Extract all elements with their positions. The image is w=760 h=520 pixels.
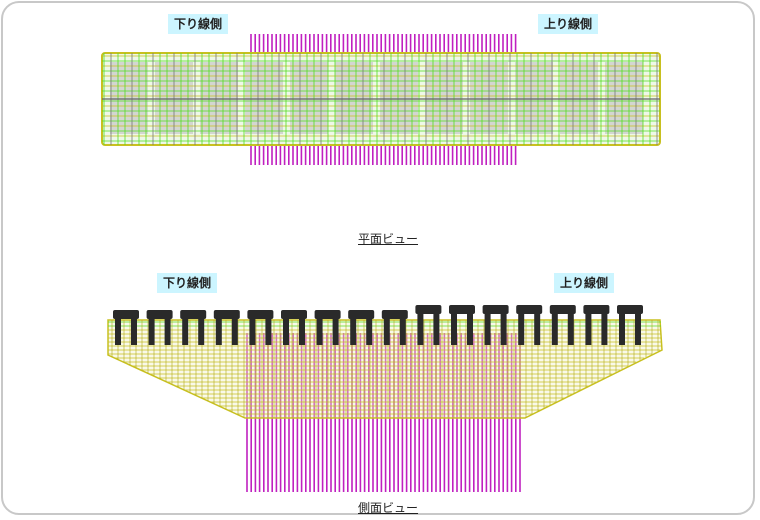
pier-leg — [383, 318, 390, 345]
slab-cell — [290, 62, 328, 134]
pier-leg — [567, 313, 574, 345]
pier-leg — [551, 313, 558, 345]
pier-cap — [180, 310, 207, 319]
slab-cell — [425, 62, 463, 134]
pier-leg — [265, 318, 272, 345]
pier-cap — [213, 310, 240, 319]
pier-leg — [467, 313, 473, 345]
plan-view-caption: 平面ビュー — [358, 232, 419, 246]
pier-cap — [381, 310, 408, 319]
pier-cap — [617, 305, 643, 314]
slab-cell — [515, 62, 553, 134]
pier-leg — [249, 318, 256, 345]
pier-leg — [215, 318, 222, 345]
pier-leg — [131, 318, 137, 345]
pier-leg — [299, 318, 305, 345]
pier-leg — [283, 318, 289, 345]
pier-leg — [399, 318, 406, 345]
pier-cap — [348, 310, 375, 319]
pier-cap — [113, 310, 139, 319]
pier-cap — [146, 310, 173, 319]
pier-leg — [148, 318, 155, 345]
pier-cap — [247, 310, 274, 319]
pier-leg — [332, 318, 339, 345]
pier-cap — [281, 310, 307, 319]
pier-leg — [619, 313, 625, 345]
pier-cap — [415, 305, 442, 314]
slab-cell — [200, 62, 238, 134]
pier-leg — [635, 313, 641, 345]
side-label-right: 上り線側 — [554, 273, 615, 293]
pier-leg — [433, 313, 440, 345]
pier-leg — [198, 318, 205, 345]
side-label-left: 下り線側 — [157, 273, 218, 293]
pier-leg — [451, 313, 457, 345]
pier-leg — [164, 318, 171, 345]
pier-leg — [601, 313, 608, 345]
pier-cap — [516, 305, 543, 314]
pier-leg — [366, 318, 373, 345]
pier-leg — [115, 318, 121, 345]
pier-leg — [518, 313, 525, 345]
pier-cap — [314, 310, 341, 319]
pier-leg — [231, 318, 238, 345]
pier-leg — [484, 313, 491, 345]
plan-label-right: 上り線側 — [538, 14, 599, 34]
side-view-caption: 側面ビュー — [358, 501, 419, 515]
pier-cap — [549, 305, 576, 314]
pier-cap — [482, 305, 509, 314]
slab-cell — [110, 62, 148, 134]
pier-leg — [500, 313, 507, 345]
pier-leg — [182, 318, 189, 345]
slab-cell — [335, 62, 373, 134]
side-view-drawing — [107, 305, 663, 492]
pier-leg — [316, 318, 323, 345]
pier-cap — [583, 305, 610, 314]
pier-leg — [417, 313, 424, 345]
slab-cell — [605, 62, 643, 134]
plan-view-drawing — [101, 34, 661, 165]
pier-leg — [534, 313, 541, 345]
pier-cap — [449, 305, 475, 314]
pier-leg — [350, 318, 357, 345]
pier-leg — [585, 313, 592, 345]
plan-label-left: 下り線側 — [168, 14, 229, 34]
